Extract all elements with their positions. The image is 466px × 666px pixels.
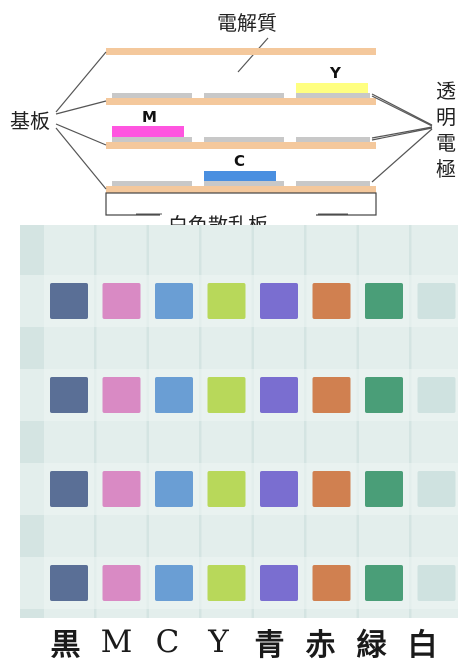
yellow-layer xyxy=(296,83,368,93)
color-swatch-C xyxy=(155,283,193,319)
cyan-layer-label: C xyxy=(234,152,245,170)
caption-red: 赤 xyxy=(305,628,336,663)
caption-green: 緑 xyxy=(356,628,387,663)
svg-text:電: 電 xyxy=(436,131,456,155)
substrate-plate-2 xyxy=(106,98,376,105)
color-swatch-白 xyxy=(417,565,456,601)
electrochromic-structure-diagram: 電解質 Y M C 白色散乱板 基板 透 明 電 極 xyxy=(10,11,456,225)
color-swatch-黒 xyxy=(50,471,88,507)
color-swatch-青 xyxy=(260,471,298,507)
substrate-label: 基板 xyxy=(10,109,50,133)
color-swatch-青 xyxy=(260,377,298,413)
yellow-layer-label: Y xyxy=(329,64,342,82)
substrate-plate-3 xyxy=(106,142,376,149)
color-swatch-M xyxy=(102,471,141,507)
caption-blue: 青 xyxy=(254,628,285,663)
color-swatch-赤 xyxy=(312,471,351,507)
electrode-strip xyxy=(112,137,192,142)
color-caption-row: 黒 M C Y 青 赤 緑 白 xyxy=(40,620,448,664)
diffuser-label-bg xyxy=(160,206,316,225)
color-swatch-白 xyxy=(417,471,456,507)
color-swatch-Y xyxy=(207,471,246,507)
color-swatch-緑 xyxy=(365,283,403,319)
color-swatch-黒 xyxy=(50,565,88,601)
color-swatch-緑 xyxy=(365,377,403,413)
electrode-strip xyxy=(204,181,284,186)
color-swatch-赤 xyxy=(312,377,351,413)
caption-black: 黒 xyxy=(50,628,81,663)
substrate-leaders xyxy=(55,51,107,190)
electrode-strip xyxy=(204,137,284,142)
transparent-electrode-label: 透 明 電 極 xyxy=(436,79,456,181)
diffuser-label: 白色散乱板 xyxy=(168,213,268,225)
color-swatch-M xyxy=(102,283,141,319)
electrode-strip xyxy=(112,181,192,186)
electrode-strip xyxy=(296,181,370,186)
device-photo xyxy=(20,225,458,618)
cyan-layer xyxy=(204,171,276,181)
electrode-strip xyxy=(204,93,284,98)
electrode-strip xyxy=(296,137,370,142)
substrate-plate-4 xyxy=(106,186,376,193)
color-swatch-M xyxy=(102,565,141,601)
magenta-layer xyxy=(112,126,184,137)
color-swatch-Y xyxy=(207,565,246,601)
caption-magenta: M xyxy=(100,624,133,660)
caption-white: 白 xyxy=(407,628,438,663)
transparent-electrode-leaders xyxy=(371,93,433,183)
electrode-strip xyxy=(296,93,370,98)
color-swatch-白 xyxy=(417,283,456,319)
color-swatch-黒 xyxy=(50,283,88,319)
color-swatch-青 xyxy=(260,565,298,601)
color-swatch-緑 xyxy=(365,471,403,507)
color-swatch-青 xyxy=(260,283,298,319)
caption-yellow: Y xyxy=(208,624,229,660)
svg-text:明: 明 xyxy=(436,105,456,129)
svg-text:透: 透 xyxy=(436,79,456,103)
caption-cyan: C xyxy=(155,624,180,660)
color-swatch-Y xyxy=(207,377,246,413)
svg-text:極: 極 xyxy=(436,157,456,181)
magenta-layer-label: M xyxy=(142,108,157,126)
color-swatch-C xyxy=(155,565,193,601)
color-swatch-白 xyxy=(417,377,456,413)
color-swatch-C xyxy=(155,377,193,413)
color-swatch-緑 xyxy=(365,565,403,601)
color-swatch-Y xyxy=(207,283,246,319)
electrolyte-label: 電解質 xyxy=(217,11,277,35)
color-swatch-赤 xyxy=(312,283,351,319)
color-swatch-黒 xyxy=(50,377,88,413)
color-swatch-M xyxy=(102,377,141,413)
color-swatch-C xyxy=(155,471,193,507)
color-swatch-赤 xyxy=(312,565,351,601)
electrode-strip xyxy=(112,93,192,98)
substrate-plate-1 xyxy=(106,48,376,55)
